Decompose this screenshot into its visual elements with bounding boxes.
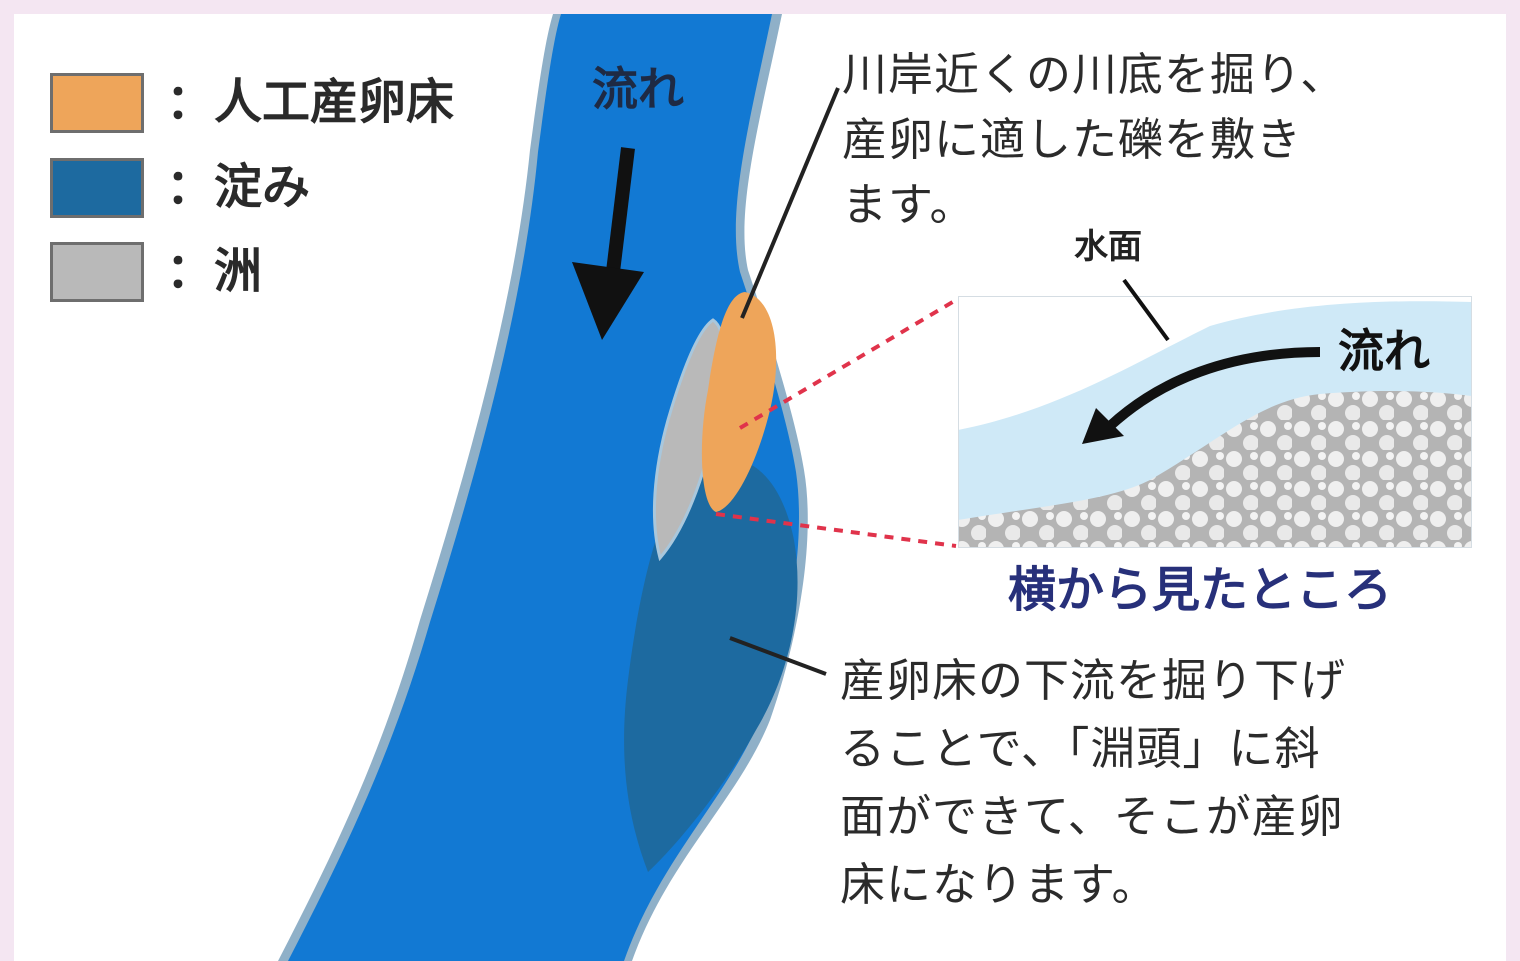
bottom-note-line-3: 面ができて、そこが産卵 bbox=[840, 790, 1344, 843]
top-note-leader bbox=[740, 87, 840, 319]
side-view-title: 横から見たところ bbox=[1008, 562, 1393, 618]
top-note-line-2: 産卵に適した礫を敷き bbox=[842, 113, 1303, 166]
legend-swatch-sandbar bbox=[50, 242, 144, 302]
bottom-note-line-2: ることで、「淵頭」に斜 bbox=[840, 722, 1321, 775]
legend-swatch-pool bbox=[50, 158, 144, 218]
legend-swatch-spawning-bed bbox=[50, 73, 144, 133]
water-surface-label: 水面 bbox=[1074, 227, 1142, 267]
river-flow-label: 流れ bbox=[592, 62, 684, 116]
bottom-note-leader bbox=[729, 636, 827, 676]
inset-flow-arrow-icon bbox=[1082, 408, 1124, 444]
legend-label-pool: ：淀み bbox=[166, 159, 311, 215]
spawning-bed bbox=[701, 292, 777, 512]
bottom-note-line-1: 産卵床の下流を掘り下げ bbox=[840, 654, 1347, 707]
zoom-leader-bottom bbox=[715, 512, 957, 548]
flow-arrow-shaft bbox=[605, 147, 635, 281]
inset-gravel-bed bbox=[958, 390, 1472, 548]
bottom-note-line-4: 床になります。 bbox=[840, 858, 1158, 911]
flow-arrow-icon bbox=[572, 262, 644, 340]
top-note-line-3: ます。 bbox=[842, 178, 976, 231]
surface-pointer bbox=[1122, 278, 1170, 342]
inset-flow-label: 流れ bbox=[1338, 324, 1430, 378]
pool-area bbox=[624, 458, 798, 872]
top-note-line-1: 川岸近くの川底を掘り、 bbox=[842, 48, 1347, 101]
inset-flow-arrow-shaft bbox=[1106, 347, 1321, 430]
legend-label-spawning-bed: ：人工産卵床 bbox=[166, 74, 455, 130]
side-view-inset bbox=[958, 296, 1472, 548]
legend-label-sandbar: ：洲 bbox=[166, 243, 263, 299]
zoom-leader-top bbox=[738, 298, 958, 430]
